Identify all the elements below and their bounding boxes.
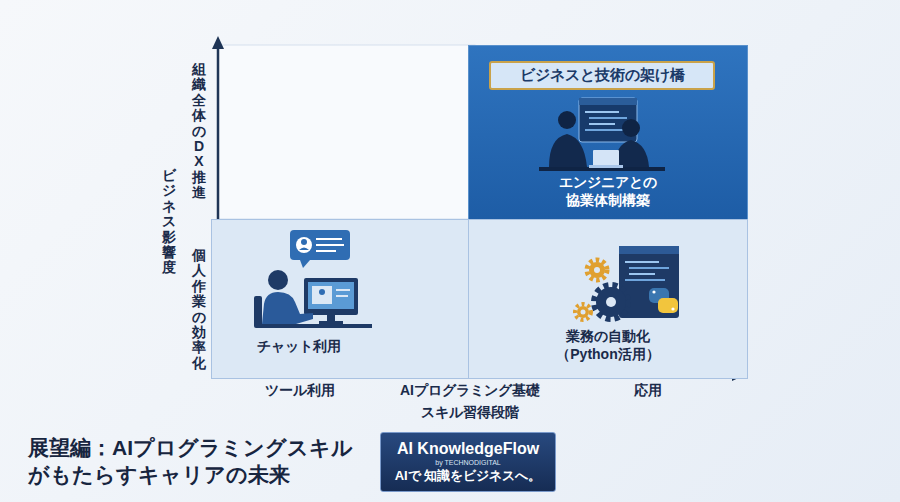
brand-logo: AI KnowledgeFlowby TECHNODIGITALAIで 知識をビ… bbox=[380, 432, 556, 492]
quadrant-banner: ビジネスと技術の架け橋 bbox=[489, 61, 715, 90]
axis-title: ビジネス影響度 bbox=[162, 168, 176, 276]
axis-tick-label: ツール利用 bbox=[265, 382, 335, 400]
axis-title: スキル習得段階 bbox=[421, 404, 519, 422]
axis-tick-label: 組織全体のDX推進 bbox=[192, 62, 206, 201]
page-title: 展望編：AIプログラミングスキル がもたらすキャリアの未来 bbox=[28, 434, 378, 489]
y-arrowhead bbox=[212, 36, 224, 49]
chat-quadrant: チャット利用 bbox=[211, 219, 482, 379]
collaboration-quadrant: エンジニアとの 協業体制構築 ビジネスと技術の架け橋 bbox=[468, 45, 748, 225]
quadrant-label: チャット利用 bbox=[257, 338, 481, 356]
automation-quadrant: 業務の自動化 （Python活用） bbox=[468, 219, 748, 379]
brand-name: AI KnowledgeFlow bbox=[381, 439, 555, 459]
quadrant-label: 業務の自動化 （Python活用） bbox=[545, 328, 671, 363]
empty-quadrant bbox=[218, 45, 475, 219]
quadrant-label: エンジニアとの 協業体制構築 bbox=[545, 174, 671, 209]
axis-tick-label: 応用 bbox=[634, 382, 662, 400]
axis-tick-label: 個人作業の効率化 bbox=[192, 248, 206, 371]
axis-tick-label: AIプログラミング基礎 bbox=[400, 382, 540, 400]
brand-tagline: AIで 知識をビジネスへ。 bbox=[381, 468, 555, 484]
banner-label: ビジネスと技術の架け橋 bbox=[491, 66, 713, 85]
brand-byline: by TECHNODIGITAL bbox=[381, 459, 555, 468]
